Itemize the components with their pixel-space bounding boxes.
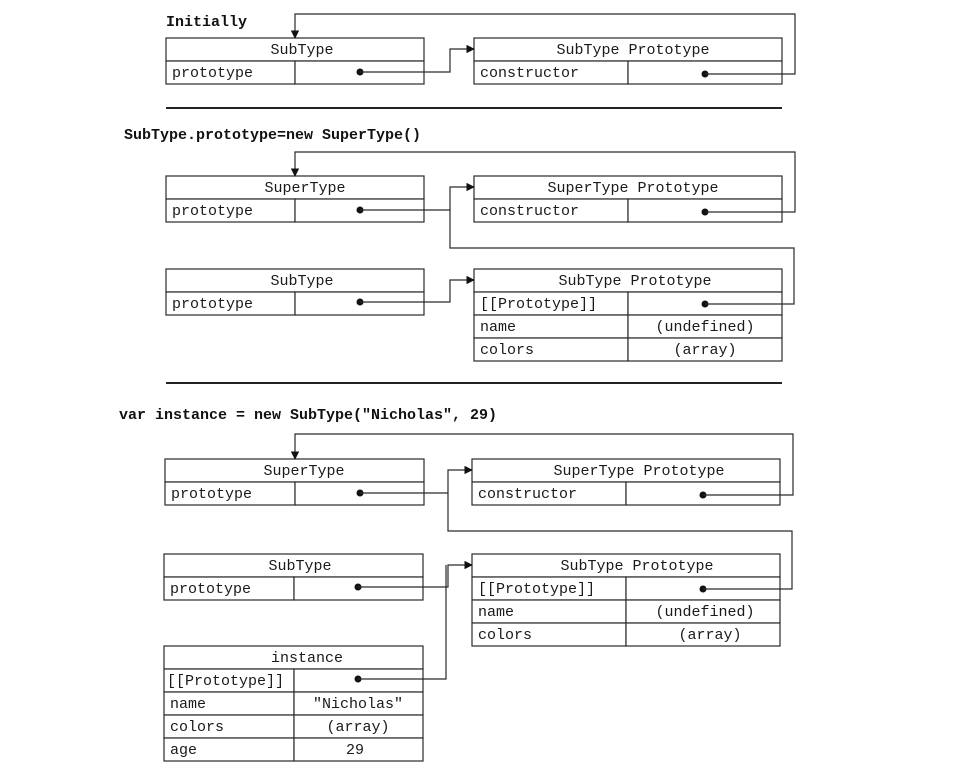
table-supertype: SuperType prototype [164,458,425,506]
table-value: (array) [678,627,741,644]
section-initially: Initially SubType prototype SubType Prot… [165,13,796,85]
table-key: constructor [480,203,579,220]
table-title: SuperType [263,463,344,480]
table-key: constructor [480,65,579,82]
table-value-cell [625,622,781,647]
constructor-arrow [290,151,796,213]
table-key: colors [478,627,532,644]
table-title: SubType [270,42,333,59]
table-title: SubType [268,558,331,575]
prototype-arrow [358,560,473,588]
table-key: [[Prototype]] [478,581,595,598]
table-title: SuperType Prototype [547,180,718,197]
table-subtype-prototype: SubType Prototype [[Prototype]] name (un… [471,553,781,647]
table-instance: instance [[Prototype]] name "Nicholas" c… [163,645,424,762]
table-key: constructor [478,486,577,503]
table-key: name [170,696,206,713]
table-key: colors [480,342,534,359]
section-heading: SubType.prototype=new SuperType() [124,127,421,144]
prototype-arrow [360,275,475,303]
table-key: prototype [172,65,253,82]
prototype-arrow [360,465,473,494]
section-heading: var instance = new SubType("Nicholas", 2… [119,407,497,424]
proto-link-arrow [447,493,793,590]
instance-proto-arrow [358,565,447,680]
table-subtype-prototype: SubType Prototype constructor [473,37,783,85]
table-supertype-prototype: SuperType Prototype constructor [473,175,783,223]
table-key: colors [170,719,224,736]
table-supertype-prototype: SuperType Prototype constructor [471,458,781,506]
table-value: 29 [346,742,364,759]
table-title: SubType [270,273,333,290]
table-key: prototype [170,581,251,598]
constructor-arrow [290,433,794,496]
constructor-arrow [290,13,796,75]
section-heading: Initially [166,14,247,31]
table-value: (undefined) [655,319,754,336]
table-subtype: SubType prototype [165,268,425,316]
table-subtype: SubType prototype [165,37,425,85]
table-value: (array) [326,719,389,736]
prototype-arrow [360,44,475,73]
table-key: name [478,604,514,621]
table-key: prototype [172,296,253,313]
section-inherit: SubType.prototype=new SuperType() SuperT… [124,127,796,362]
table-value-cell [293,737,424,762]
table-subtype: SubType prototype [163,553,424,601]
table-title: SuperType [264,180,345,197]
table-value: "Nicholas" [313,696,403,713]
table-key: prototype [171,486,252,503]
prototype-arrow [360,182,475,211]
table-title: SubType Prototype [558,273,711,290]
table-key: [[Prototype]] [480,296,597,313]
table-supertype: SuperType prototype [165,175,425,223]
table-title: SubType Prototype [556,42,709,59]
table-value: (undefined) [655,604,754,621]
table-key: prototype [172,203,253,220]
table-value: (array) [673,342,736,359]
table-subtype-prototype: SubType Prototype [[Prototype]] name (un… [473,268,783,362]
section-instance: var instance = new SubType("Nicholas", 2… [119,407,794,762]
table-title: instance [271,650,343,667]
table-key: age [170,742,197,759]
proto-link-arrow [449,210,795,305]
table-title: SuperType Prototype [553,463,724,480]
table-value-cell [627,337,783,362]
table-key: name [480,319,516,336]
table-title: SubType Prototype [560,558,713,575]
table-key: [[Prototype]] [167,673,284,690]
